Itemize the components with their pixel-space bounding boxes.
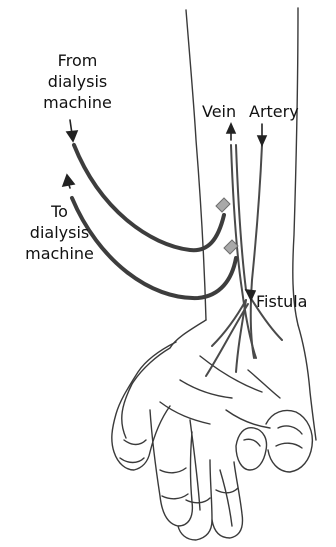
label-vein: Vein [202, 101, 236, 122]
label-to-line-2: dialysis [12, 222, 107, 243]
label-from-line-3: machine [30, 92, 125, 113]
label-from-line-2: dialysis [30, 71, 125, 92]
arrow-artery-head [258, 136, 266, 145]
label-to-line-3: machine [12, 243, 107, 264]
label-from-line-1: From [30, 50, 125, 71]
label-artery: Artery [249, 101, 299, 122]
vein-vessel-edge [236, 145, 246, 290]
arrow-fistula-head [246, 290, 255, 300]
label-to-dialysis-machine: To dialysis machine [12, 201, 107, 264]
arrow-from-head [67, 131, 77, 141]
forearm-left-outline [186, 10, 206, 320]
arrow-vein-head [227, 124, 235, 133]
artery-vessel [251, 145, 262, 358]
forearm-right-outline [293, 8, 298, 325]
label-to-line-1: To [12, 201, 107, 222]
fistula-branch-far [206, 304, 248, 376]
needle-upper [216, 198, 230, 212]
label-fistula: Fistula [256, 291, 307, 312]
little-finger-outline [236, 428, 267, 470]
label-from-dialysis-machine: From dialysis machine [30, 50, 125, 113]
fistula-branch-left [212, 300, 246, 346]
arrow-to-head [63, 175, 74, 186]
curled-finger-outline [266, 411, 312, 473]
